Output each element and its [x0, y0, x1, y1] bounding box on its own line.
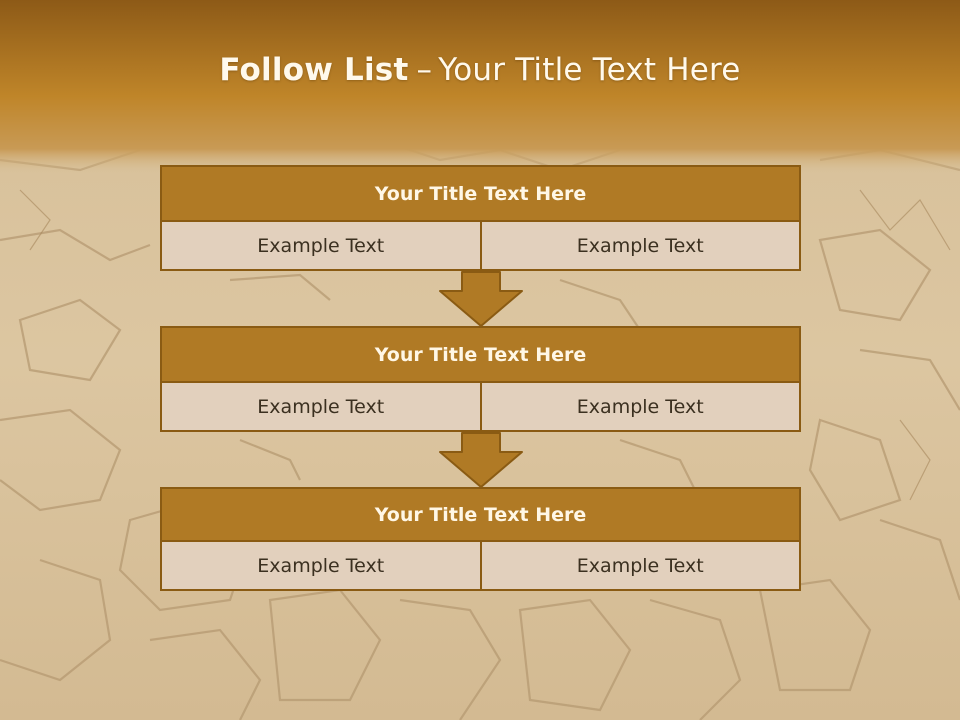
step-block-2: Your Title Text Here Example Text Exampl… — [160, 326, 801, 432]
arrow-down-icon — [439, 432, 523, 488]
step-title-1: Your Title Text Here — [160, 165, 801, 222]
step-cell-right-2: Example Text — [479, 383, 800, 430]
slide-title-bold: Follow List — [219, 52, 409, 88]
arrow-down-icon — [439, 271, 523, 327]
step-cell-right-1: Example Text — [479, 222, 800, 269]
step-title-2: Your Title Text Here — [160, 326, 801, 383]
slide-title: Follow List–Your Title Text Here — [0, 52, 960, 88]
slide-title-dash: – — [416, 52, 433, 88]
step-row-2: Example Text Example Text — [160, 383, 801, 432]
step-block-1: Your Title Text Here Example Text Exampl… — [160, 165, 801, 271]
step-row-3: Example Text Example Text — [160, 542, 801, 591]
step-title-3: Your Title Text Here — [160, 487, 801, 542]
step-cell-left-1: Example Text — [257, 234, 385, 257]
slide-title-rest: Your Title Text Here — [438, 52, 741, 88]
step-row-1: Example Text Example Text — [160, 222, 801, 271]
step-cell-left-2: Example Text — [257, 395, 385, 418]
step-block-3: Your Title Text Here Example Text Exampl… — [160, 487, 801, 591]
step-cell-left-3: Example Text — [257, 554, 385, 577]
step-cell-right-3: Example Text — [479, 542, 800, 589]
